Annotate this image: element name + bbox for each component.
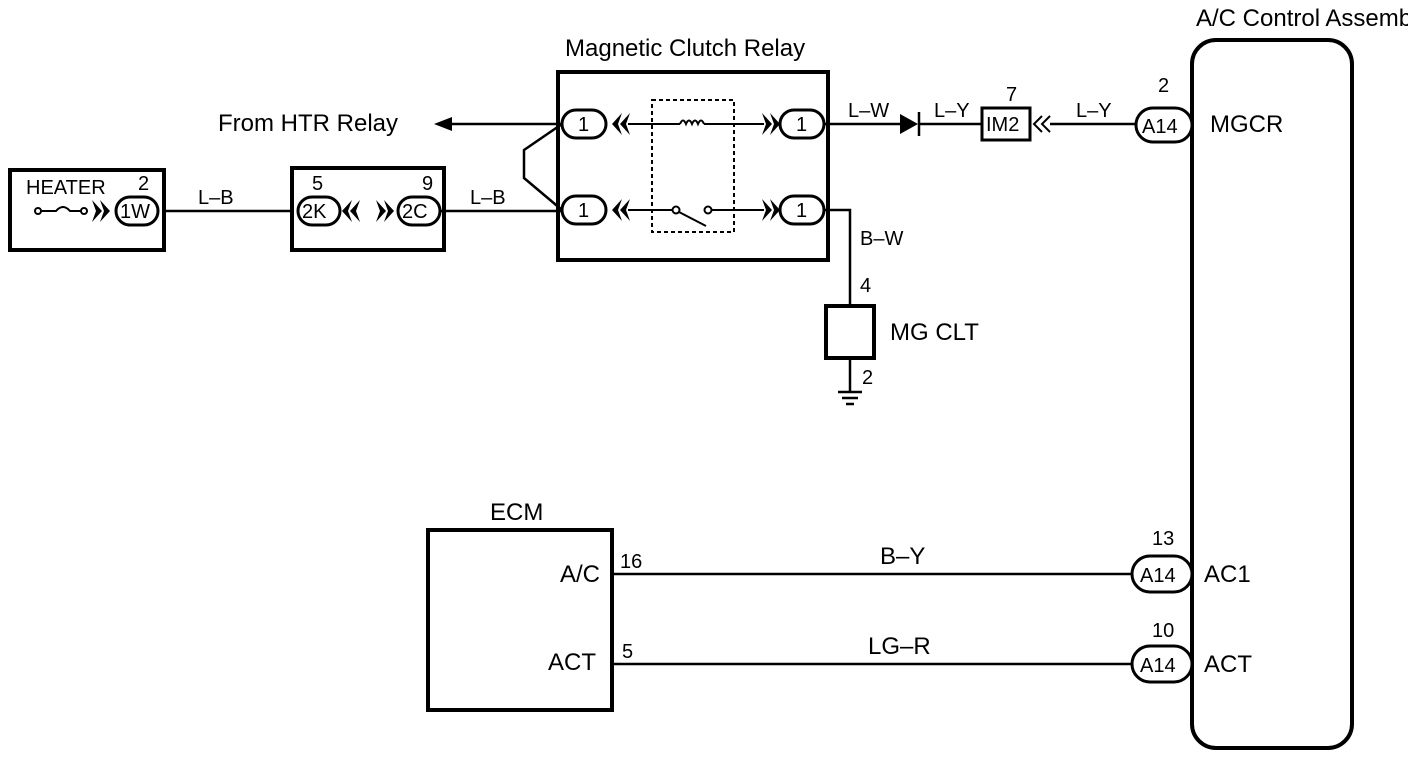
- heater-pin-number: 2: [138, 173, 149, 195]
- ecm-act-pin: 5: [622, 641, 633, 663]
- junction-chevron-right-icon: [376, 200, 386, 222]
- ecm-ac-pin: 16: [620, 551, 642, 573]
- wire-relay-to-mgclt-label: B–W: [860, 228, 903, 250]
- junction-right-connector-label: 2C: [402, 201, 428, 223]
- relay-pin-top-left-label: 1: [578, 114, 589, 136]
- junction-chevron-left-icon: [342, 200, 352, 222]
- mgcr-pin-number: 2: [1158, 75, 1169, 97]
- relay-chevron-tr-icon: [762, 113, 772, 135]
- mgclt-label: MG CLT: [890, 319, 979, 346]
- junction-left-connector-label: 2K: [302, 201, 327, 223]
- ac1-pin-number: 13: [1152, 528, 1174, 550]
- heater-chevron2-icon: [100, 200, 110, 222]
- wire-diode-to-im2-label: L–Y: [934, 100, 970, 122]
- heater-chevron-icon: [92, 200, 102, 222]
- htr-relay-arrow-icon: [434, 117, 452, 131]
- relay-chevron-tl2-icon: [612, 113, 622, 135]
- act-connector-label: A14: [1140, 655, 1176, 677]
- htr-relay-label: From HTR Relay: [218, 110, 398, 137]
- relay-title: Magnetic Clutch Relay: [565, 35, 805, 62]
- relay-chevron-tl-icon: [620, 113, 630, 135]
- wire-junction-to-relay-label: L–B: [470, 187, 506, 209]
- ecm-body: [426, 528, 614, 712]
- wire-im2-to-ac-label: L–Y: [1076, 100, 1112, 122]
- ecm-title: ECM: [490, 499, 543, 526]
- relay-body: [556, 70, 830, 262]
- mgclt-top-pin: 4: [860, 275, 871, 297]
- wire-relay-to-diode-label: L–W: [848, 100, 889, 122]
- relay-coil-icon: [679, 119, 705, 127]
- relay-chevron-tr2-icon: [770, 113, 780, 135]
- relay-chevron-bl2-icon: [612, 199, 622, 221]
- relay-internal-dashed-box: [651, 99, 735, 233]
- act-terminal-label: ACT: [1204, 651, 1252, 678]
- im2-pin-number: 7: [1006, 84, 1017, 106]
- junction-connector: 5 9 2K 2C: [290, 166, 446, 252]
- ac1-terminal-label: AC1: [1204, 561, 1251, 588]
- junction-chevron-right2-icon: [384, 200, 394, 222]
- ecm-act-label: ACT: [548, 649, 596, 676]
- wire-heater-to-junction-label: L–B: [198, 187, 234, 209]
- heater-connector-label: 1W: [120, 201, 150, 223]
- relay-left-crossover-wire: [522, 122, 563, 211]
- relay-switch-arm-icon: [678, 211, 707, 227]
- wire-relay-to-mgclt: [824, 208, 852, 308]
- ac-control-assembly: A/C Control Assembly 2 A14 MGCR 13 A14 A…: [1130, 5, 1408, 750]
- wire-ecm-ac-to-ac1-label: B–Y: [880, 543, 925, 570]
- im2-chevron2-icon: [1040, 115, 1051, 133]
- relay-switch-contact-right: [703, 205, 713, 215]
- ecm-component: ECM A/C 16 ACT 5: [426, 499, 642, 712]
- relay-chevron-br2-icon: [770, 199, 780, 221]
- ac1-connector-label: A14: [1140, 565, 1176, 587]
- magnetic-clutch-relay: Magnetic Clutch Relay 1 1 1 1: [556, 35, 830, 262]
- heater-connector: [114, 195, 160, 227]
- mgclt-body: [824, 304, 876, 360]
- junction-right-pin-number: 9: [422, 173, 433, 195]
- junction-chevron-left2-icon: [350, 200, 360, 222]
- relay-chevron-br-icon: [762, 199, 772, 221]
- relay-pin-top-right-label: 1: [796, 114, 807, 136]
- diode-icon: [900, 114, 918, 134]
- junction-left-pin-number: 5: [312, 173, 323, 195]
- heater-label: HEATER: [26, 177, 106, 199]
- heater-component: HEATER 2 1W: [8, 168, 166, 252]
- relay-switch-contact-left: [671, 205, 681, 215]
- relay-pin-bottom-right-label: 1: [796, 200, 807, 222]
- heater-fuse-icon: [41, 206, 82, 212]
- im2-connector-label: IM2: [986, 114, 1019, 136]
- im2-chevron-icon: [1032, 115, 1043, 133]
- relay-chevron-bl-icon: [620, 199, 630, 221]
- htr-relay-feed: From HTR Relay: [218, 110, 563, 211]
- heater-terminal2-icon: [80, 207, 88, 215]
- mgcr-terminal-label: MGCR: [1210, 111, 1283, 138]
- im2-connector-group: 7 IM2: [980, 84, 1051, 142]
- mgclt-bottom-pin: 2: [862, 367, 873, 389]
- ac-control-body: [1190, 38, 1354, 750]
- mgcr-connector-label: A14: [1142, 116, 1178, 138]
- act-pin-number: 10: [1152, 620, 1174, 642]
- ecm-ac-label: A/C: [560, 561, 600, 588]
- wire-ecm-act-to-act-label: LG–R: [868, 633, 931, 660]
- ac-control-title: A/C Control Assembly: [1196, 5, 1408, 32]
- mg-clt-component: 4 MG CLT 2: [824, 275, 979, 406]
- junction-left-connector: [296, 195, 342, 227]
- im2-connector: [980, 106, 1032, 142]
- relay-pin-bottom-left-label: 1: [578, 200, 589, 222]
